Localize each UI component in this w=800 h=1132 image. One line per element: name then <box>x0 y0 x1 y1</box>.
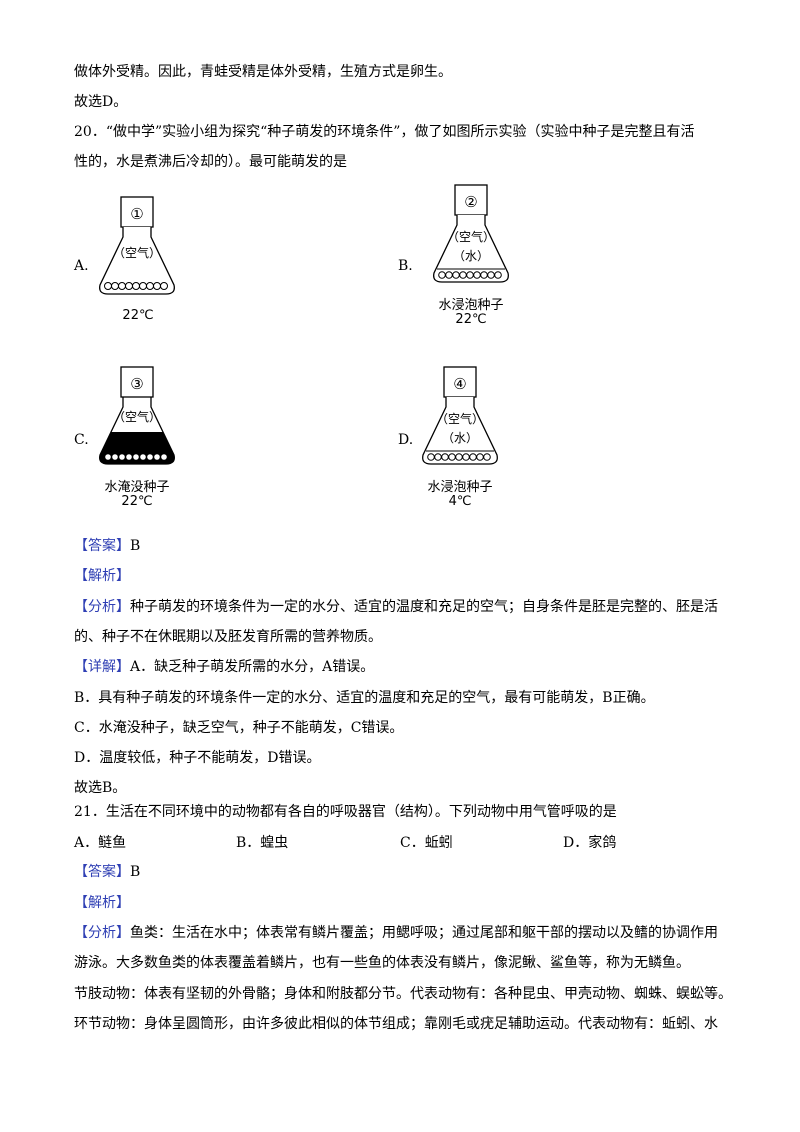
question-21: 21．生活在不同环境中的动物都有各自的呼吸器官（结构）。下列动物中用气管呼吸的是 <box>74 804 617 820</box>
flask-c-diagram: ③ （空气） <box>99 366 175 465</box>
flask-c-body <box>99 397 175 465</box>
detail-20-line-c: C．水淹没种子，缺乏空气，种子不能萌发，C错误。 <box>74 720 404 736</box>
flask-a-seeds <box>104 282 168 290</box>
answer-tag: 【答案】 <box>74 864 130 880</box>
analysis-21-line-4: 环节动物：身体呈圆筒形，由许多彼此相似的体节组成；靠刚毛或疣足辅助运动。代表动物… <box>74 1016 718 1032</box>
flask-c-air-label: （空气） <box>113 409 161 424</box>
option-a-letter: A. <box>74 258 89 274</box>
option-d-letter: D. <box>398 432 414 448</box>
analysis-tag: 【解析】 <box>74 895 130 911</box>
flask-d-diagram: ④ （空气） （水） <box>422 366 498 465</box>
flask-b-air-label: （空气） <box>447 229 495 244</box>
flask-c-seeds <box>104 453 168 461</box>
flask-a-diagram: ① （空气） <box>99 196 175 295</box>
flask-b-body <box>433 215 509 283</box>
flask-b-diagram: ② （空气） （水） <box>433 184 509 283</box>
flask-d-temperature: 4℃ <box>448 494 472 509</box>
text-line: 做体外受精。因此，青蛙受精是体外受精，生殖方式是卵生。 <box>74 64 452 80</box>
flask-d-water-label: （水） <box>442 431 478 445</box>
flask-d-caption: 水浸泡种子 <box>427 480 493 495</box>
xiangjie-tag: 【详解】 <box>74 659 130 675</box>
flask-c-temperature: 22℃ <box>121 494 153 509</box>
fenxi-tag: 【分析】 <box>74 925 130 941</box>
flask-c-number: ③ <box>130 375 143 393</box>
option-c-letter: C. <box>74 432 89 448</box>
option-b-letter: B. <box>398 258 413 274</box>
analysis-21-line-1: 【分析】鱼类：生活在水中；体表常有鳞片覆盖；用鳃呼吸；通过尾部和躯干部的摆动以及… <box>74 925 718 941</box>
detail-20-line-d: D．温度较低，种子不能萌发，D错误。 <box>74 750 321 766</box>
detail-20-line-a: 【详解】A．缺乏种子萌发所需的水分，A错误。 <box>74 659 375 675</box>
flask-a-number: ① <box>130 205 143 223</box>
fenxi-tag: 【分析】 <box>74 599 130 615</box>
flask-b-seeds <box>438 271 502 279</box>
detail-20-line-b: B．具有种子萌发的环境条件一定的水分、适宜的温度和充足的空气，最有可能萌发，B正… <box>74 690 655 706</box>
text-line: 故选D。 <box>74 94 128 110</box>
question-20-line-2: 性的，水是煮沸后冷却的）。最可能萌发的是 <box>74 154 347 170</box>
answer-21: 【答案】B <box>74 864 141 880</box>
flask-c-stopper <box>120 366 154 398</box>
flask-a-air-label: （空气） <box>113 245 161 260</box>
flask-d-number: ④ <box>453 375 466 393</box>
answer-tag: 【答案】 <box>74 538 130 554</box>
analysis-21-line-2: 游泳。大多数鱼类的体表覆盖着鳞片，也有一些鱼的体表没有鳞片，像泥鳅、鲨鱼等，称为… <box>74 955 690 971</box>
analysis-tag: 【解析】 <box>74 568 130 584</box>
flask-d-air-label: （空气） <box>436 411 484 426</box>
q21-option-d: D．家鸽 <box>563 835 617 851</box>
analysis-21-line-3: 节肢动物：体表有坚韧的外骨骼；身体和附肢都分节。代表动物有：各种昆虫、甲壳动物、… <box>74 986 732 1002</box>
flask-b-stopper <box>454 184 488 216</box>
flask-b-number: ② <box>464 193 477 211</box>
flask-c-caption: 水淹没种子 <box>104 480 170 495</box>
flask-b-water-label: （水） <box>453 249 489 263</box>
flask-b-temperature: 22℃ <box>455 312 487 327</box>
q21-option-b: B．蝗虫 <box>236 835 289 851</box>
flask-a-temperature: 22℃ <box>122 308 154 323</box>
q21-option-c: C．蚯蚓 <box>400 835 453 851</box>
flask-d-body <box>422 397 498 465</box>
analysis-20-line-2: 的、种子不在休眠期以及胚发育所需的营养物质。 <box>74 629 382 645</box>
flask-d-seeds <box>427 453 491 461</box>
flask-a-body <box>99 227 175 295</box>
analysis-20-line-1: 【分析】种子萌发的环境条件为一定的水分、适宜的温度和充足的空气；自身条件是胚是完… <box>74 599 718 615</box>
selection-20: 故选B。 <box>74 780 127 796</box>
flask-b-caption: 水浸泡种子 <box>438 298 504 313</box>
q21-option-a: A．鲢鱼 <box>74 835 127 851</box>
answer-20: 【答案】B <box>74 538 141 554</box>
question-20-line-1: 20．“做中学”实验小组为探究“种子萌发的环境条件”，做了如图所示实验（实验中种… <box>74 124 695 140</box>
